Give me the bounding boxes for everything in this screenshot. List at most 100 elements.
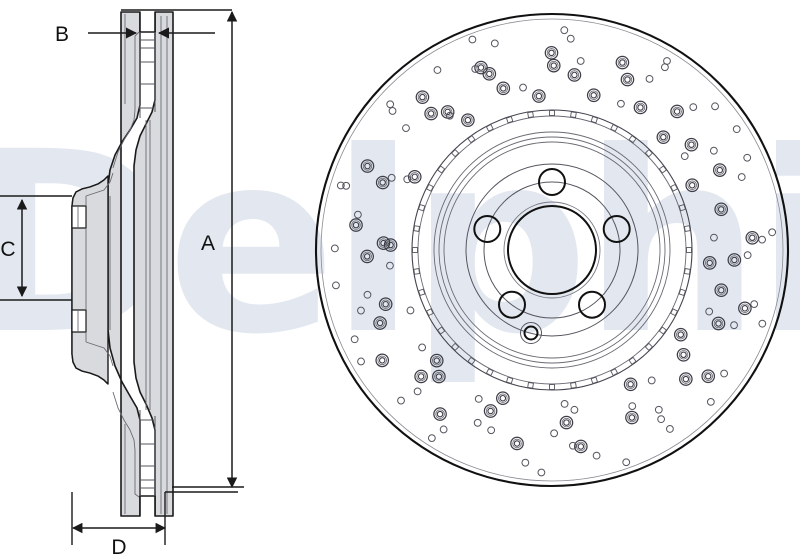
drilled-hole-small <box>689 103 698 111</box>
drilled-hole <box>738 301 752 316</box>
drilled-hole-small <box>711 102 719 111</box>
drilled-hole-small <box>537 468 546 477</box>
hat-ring-4 <box>438 136 666 364</box>
hat-inner-construction <box>85 172 114 367</box>
drilled-hole-small <box>363 290 372 299</box>
hat-keyway-mark <box>644 342 654 352</box>
drilled-hole <box>474 60 488 75</box>
drilled-hole-small <box>357 306 365 315</box>
drilled-hole-small <box>332 281 340 290</box>
hat-ring-3 <box>433 131 671 369</box>
drilled-hole <box>414 369 428 384</box>
hat-keyway-mark <box>467 356 476 365</box>
dimension-C: C <box>0 198 28 298</box>
drilled-hole <box>620 72 635 87</box>
drilled-hole <box>670 104 684 119</box>
hat-keyway-mark <box>678 288 687 297</box>
drilled-hole <box>360 159 375 173</box>
inboard-friction-plate <box>133 11 174 517</box>
bolt-hole-4 <box>498 290 526 319</box>
vent-gap-top <box>139 12 156 33</box>
hat-keyway-mark <box>670 183 679 192</box>
drilled-hole-small <box>468 35 477 44</box>
drilled-hole-small <box>568 441 577 450</box>
drilled-hole-small <box>386 261 394 270</box>
hat-keyway-mark <box>467 135 476 144</box>
drilled-hole <box>360 249 375 264</box>
hat-ring-5 <box>443 141 661 359</box>
drilled-hole <box>633 100 648 115</box>
dimension-A-label: A <box>201 232 215 255</box>
drilled-hole-small <box>487 426 496 435</box>
drilled-hole <box>376 236 391 250</box>
drilled-hole <box>375 175 390 190</box>
dimension-C-label: C <box>0 238 15 261</box>
drilled-hole-small <box>445 111 454 120</box>
drilled-hole-small <box>720 369 729 378</box>
drilled-hole-small <box>388 107 397 115</box>
drilled-hole <box>702 256 717 270</box>
dimension-B: B <box>55 23 215 46</box>
dimension-annotations: B A C <box>0 9 244 559</box>
drilled-hole-small <box>403 175 412 184</box>
drilled-hole-small <box>758 319 767 328</box>
hat-keyway-mark <box>683 268 691 275</box>
hat-outer-ring <box>411 109 693 391</box>
hat-keyway-mark <box>628 135 637 144</box>
disc-outer-edge <box>314 12 790 488</box>
drilled-hole-small <box>386 100 395 109</box>
drilled-hole-small <box>666 425 674 433</box>
drilled-hole <box>745 230 760 245</box>
drilled-hole-small <box>730 321 738 330</box>
hat-keyway-mark <box>590 376 599 385</box>
drilled-hole-small <box>576 57 585 65</box>
drilled-hole-small <box>433 66 442 74</box>
drilled-hole-small <box>397 396 405 405</box>
drilled-hole-small <box>680 152 689 161</box>
hat-keyway-mark <box>527 111 534 119</box>
drilled-hole-small <box>357 357 365 366</box>
vent-channel-centreline <box>145 16 168 514</box>
drilled-hole-small <box>473 418 482 427</box>
hat-keyway-mark <box>450 148 460 158</box>
drilled-hole <box>615 55 630 70</box>
drilled-hole-small <box>654 405 663 414</box>
neck-inner-bottom <box>112 391 140 498</box>
hat-keyway-mark <box>570 381 577 389</box>
drilled-hole <box>532 89 546 103</box>
dimension-D-extension-lines <box>71 491 238 545</box>
drilled-hole <box>559 415 574 430</box>
drilled-hole <box>440 105 455 119</box>
hat-keyway-mark <box>505 115 514 124</box>
drilled-hole-small <box>663 57 671 65</box>
drilled-hole-small <box>647 376 656 385</box>
hat-keyway-mark <box>425 183 434 192</box>
drilled-hole <box>510 436 524 451</box>
drilled-hole-small <box>342 181 351 190</box>
drilled-hole <box>496 81 511 96</box>
hat-keyway-mark <box>505 376 514 385</box>
hat-keyway-mark <box>610 368 619 377</box>
bolt-hole-3 <box>578 290 606 319</box>
drilled-hole-small <box>657 415 666 424</box>
drilled-hole-small <box>743 251 752 260</box>
drilled-hole <box>625 410 639 425</box>
drilled-hole-small <box>354 210 362 219</box>
drilled-hole-small <box>521 458 530 467</box>
drilled-hole-small <box>406 306 415 315</box>
dimension-A: A <box>201 10 238 489</box>
drilled-hole-small <box>387 173 396 182</box>
hat-keyway-mark <box>686 247 692 253</box>
drilled-hole <box>711 316 726 331</box>
locating-pin-hole <box>520 322 542 344</box>
drilled-hole <box>544 46 559 60</box>
drilled-hole <box>375 353 390 368</box>
hat-keyway-mark <box>425 308 434 317</box>
hat-keyway-mark <box>658 326 667 335</box>
hat-keyway-mark <box>417 288 426 297</box>
drilled-hole-small <box>758 235 766 244</box>
drilled-hole <box>429 353 444 368</box>
bolt-holes <box>473 168 631 319</box>
drilled-hole <box>378 297 393 312</box>
